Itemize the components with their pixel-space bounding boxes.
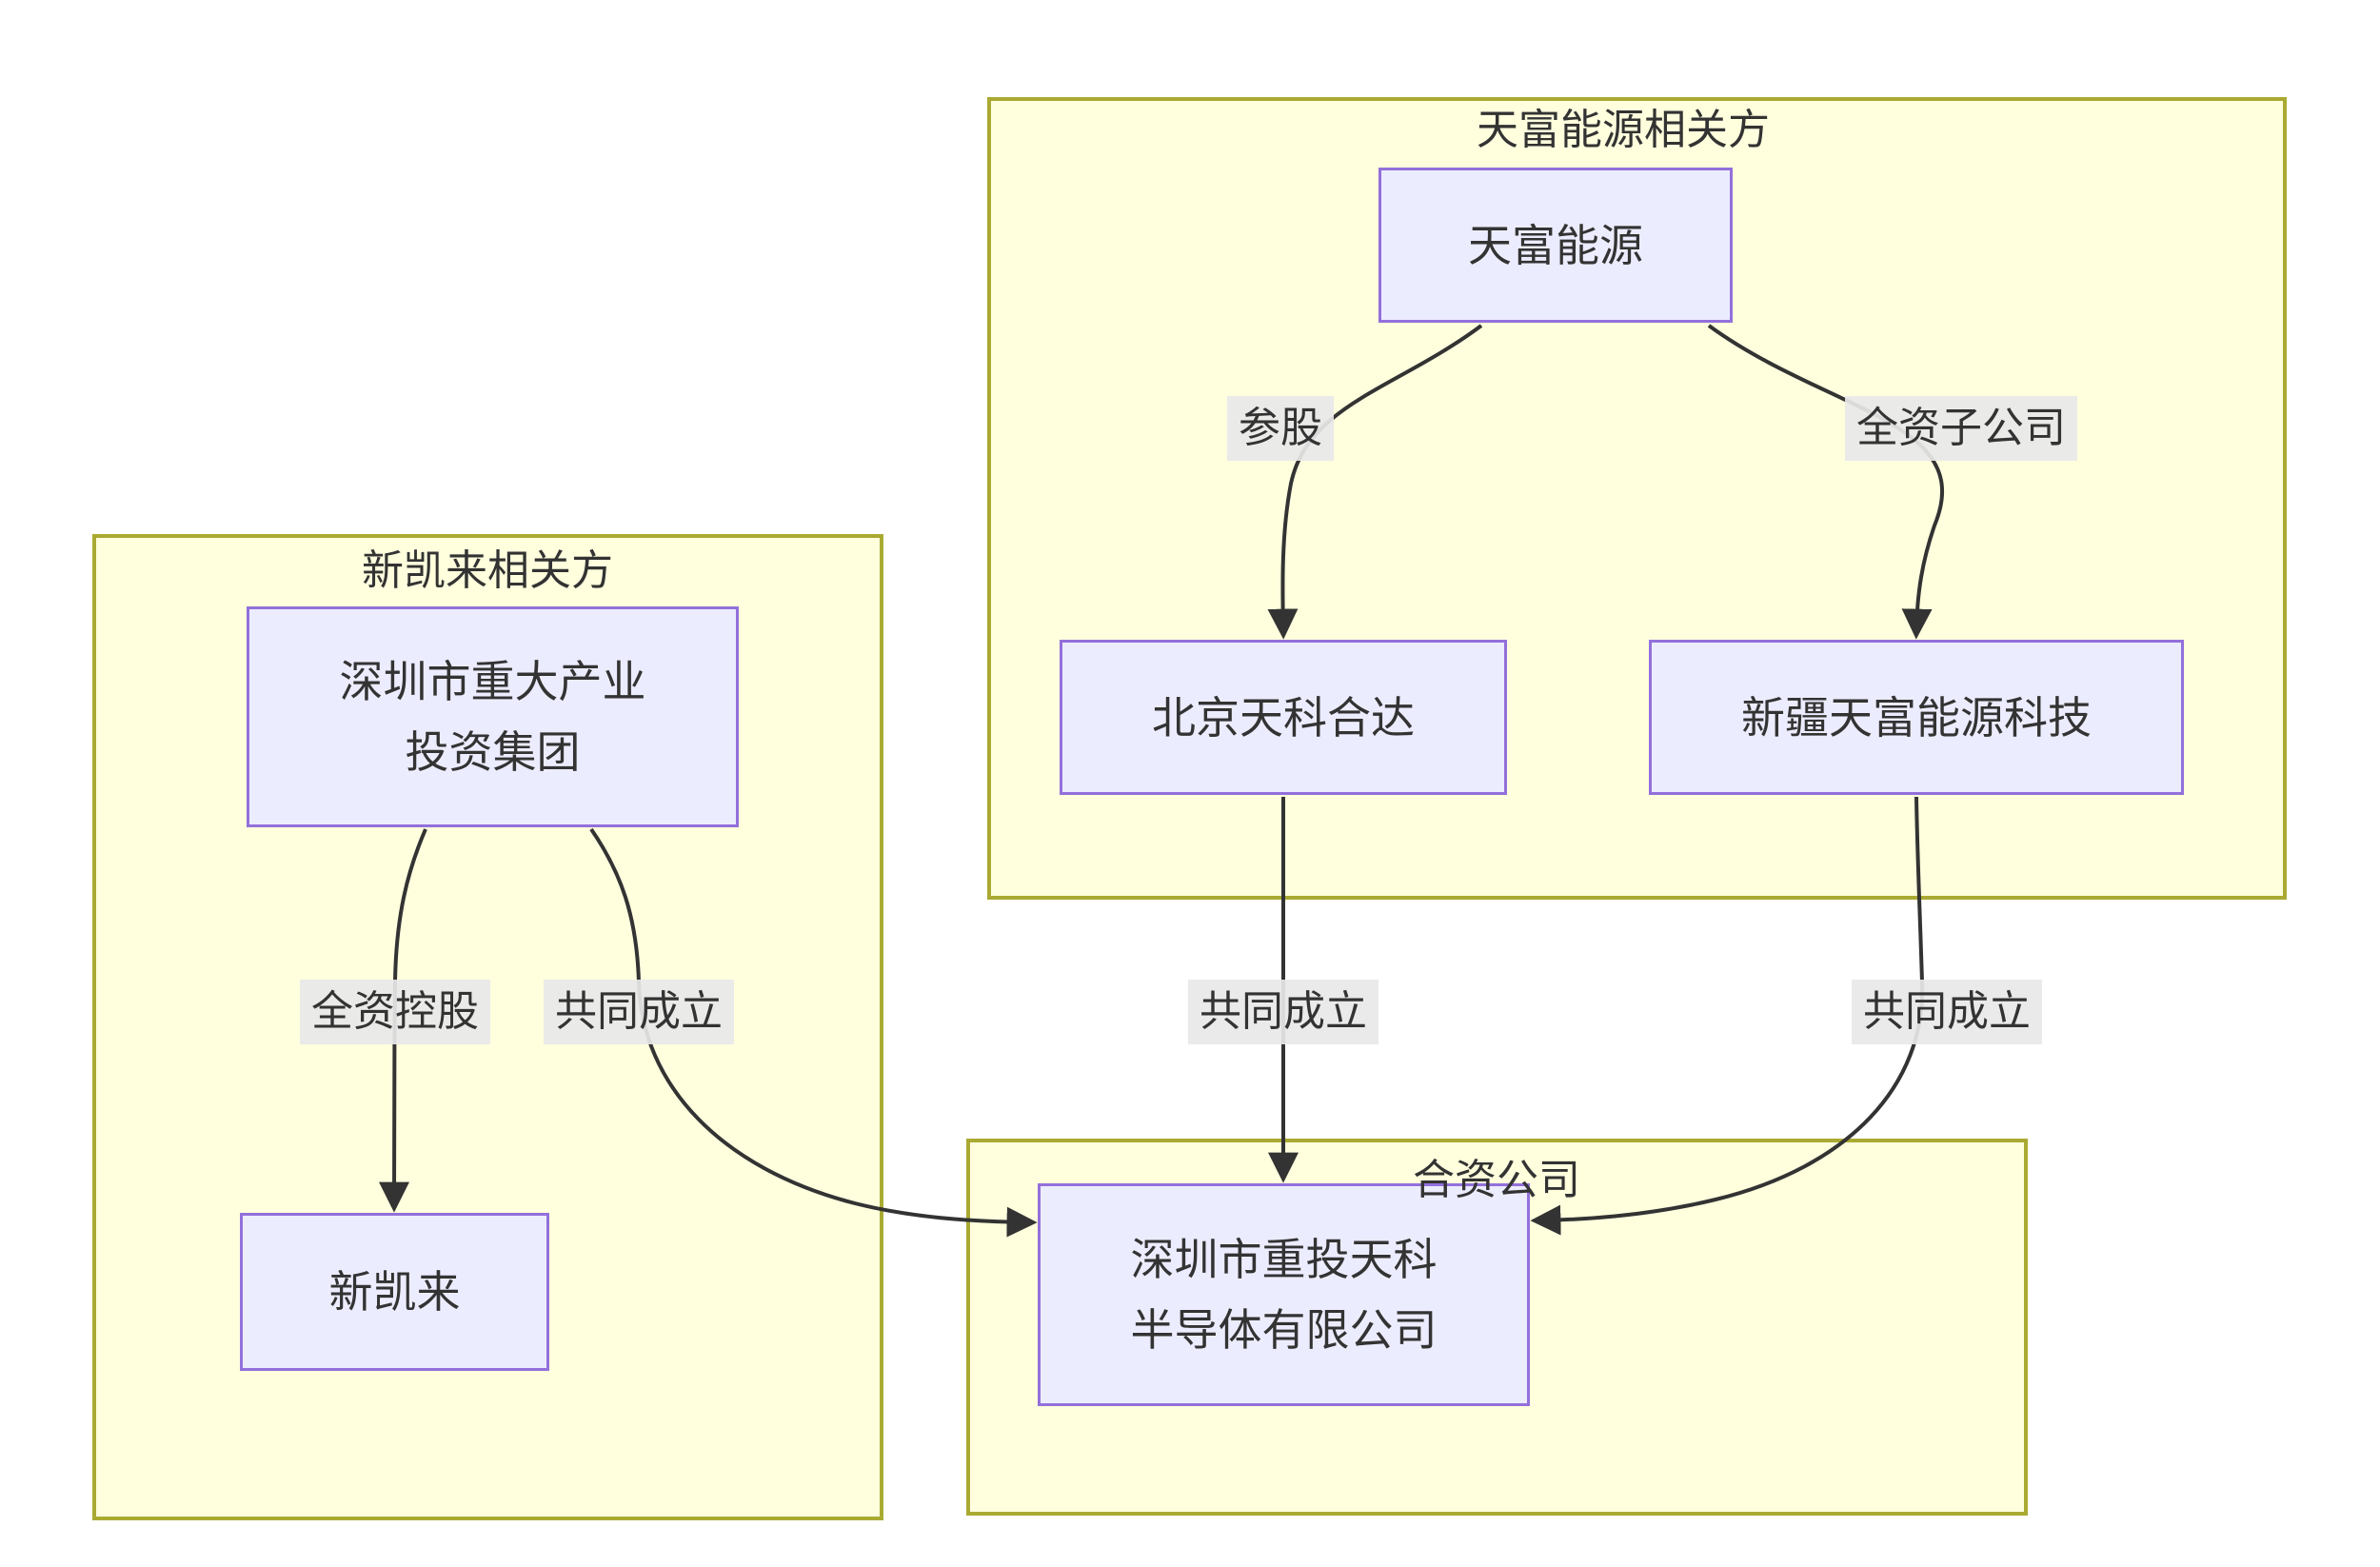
edge-tianfu-to-beijing	[1267, 324, 1483, 640]
node-beijing-tankeheda: 北京天科合达	[1060, 640, 1507, 795]
node-xinjiang-tianfu-tech-label: 新疆天富能源科技	[1741, 692, 2092, 743]
node-jv-semiconductor: 深圳市重投天科 半导体有限公司	[1038, 1183, 1530, 1406]
node-shenzhen-major-industry-group-label-line1: 深圳市重大产业	[339, 657, 646, 706]
edge-label-wholly-owned-holding: 全资控股	[300, 980, 490, 1044]
edge-group-to-jv	[589, 827, 1038, 1238]
node-shenzhen-major-industry-group-label-line2: 投资集团	[405, 727, 581, 777]
edge-label-equity-stake: 参股	[1227, 396, 1334, 461]
edge-label-jointly-founded-right: 共同成立	[1852, 980, 2042, 1044]
node-tianfu-energy-label: 天富能源	[1468, 220, 1643, 270]
node-jv-semiconductor-label-line1: 深圳市重投天科	[1130, 1235, 1438, 1284]
node-jv-semiconductor-label-line2: 半导体有限公司	[1130, 1305, 1438, 1355]
node-beijing-tankeheda-label: 北京天科合达	[1152, 692, 1415, 743]
edge-label-jointly-founded-middle: 共同成立	[1188, 980, 1378, 1044]
edge-label-wholly-owned-subsidiary: 全资子公司	[1845, 396, 2077, 461]
edge-label-jointly-founded-left: 共同成立	[544, 980, 734, 1044]
cluster-title-xinkailai-related: 新凯来相关方	[362, 547, 613, 594]
node-xinjiang-tianfu-tech: 新疆天富能源科技	[1649, 640, 2184, 795]
cluster-title-joint-venture: 合资公司	[1413, 1157, 1580, 1203]
node-shenzhen-major-industry-group: 深圳市重大产业 投资集团	[247, 606, 739, 827]
edge-tianfu-to-xinjiang	[1707, 324, 1944, 640]
node-tianfu-energy: 天富能源	[1378, 168, 1733, 323]
node-xinkailai-label: 新凯来	[328, 1267, 461, 1317]
edge-xinjiang-to-jv	[1530, 796, 1925, 1236]
cluster-title-tianfu-related: 天富能源相关方	[1477, 107, 1770, 153]
node-xinkailai: 新凯来	[240, 1213, 549, 1371]
